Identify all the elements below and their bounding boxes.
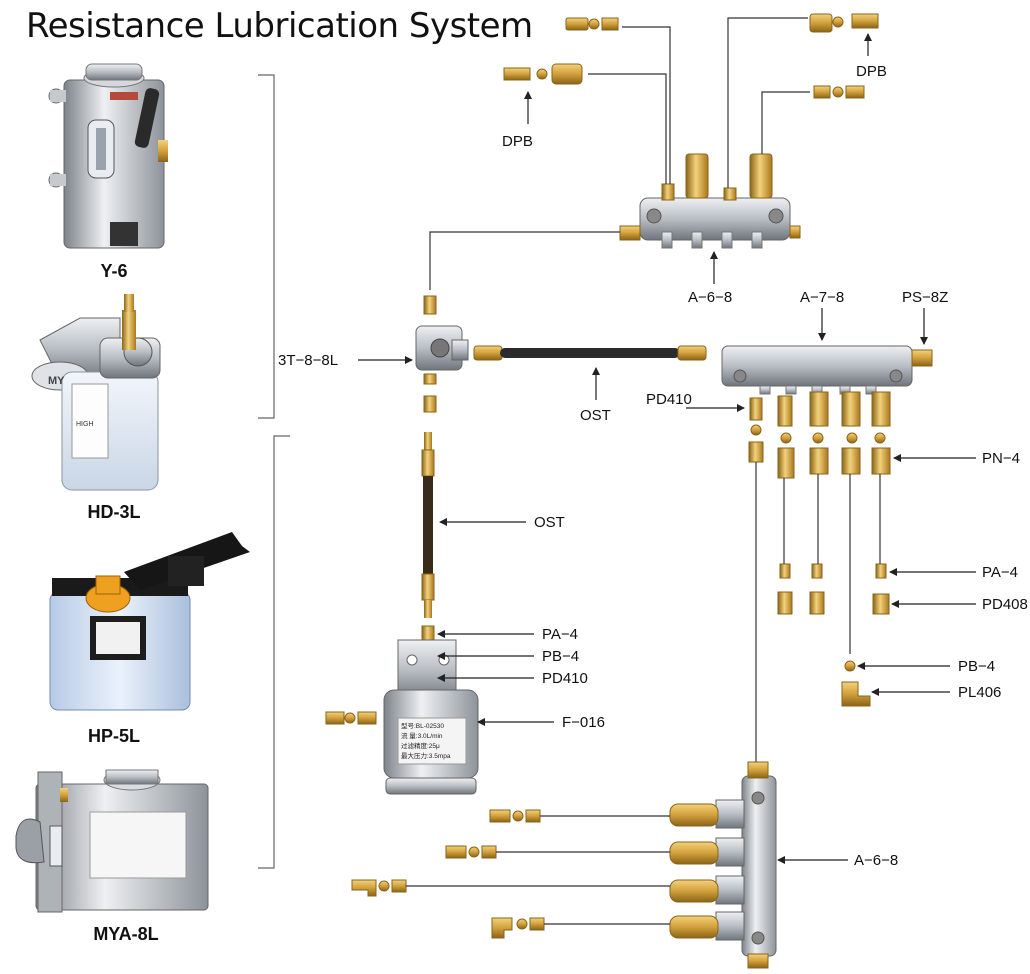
fittings-bottom-left [351, 809, 545, 939]
label-ost-vertical: OST [534, 514, 565, 531]
label-dpb-left: DPB [502, 133, 533, 150]
label-tee-3t88l: 3T−8−8L [278, 352, 338, 369]
label-pa4-filter: PA−4 [542, 626, 578, 643]
label-pb4-filter: PB−4 [542, 648, 579, 665]
bracket-group [258, 74, 290, 869]
hose-ost-vertical [421, 432, 435, 675]
pump-hp5l [49, 532, 250, 711]
label-dpb-right: DPB [856, 63, 887, 80]
pump-label-hd3l: HD-3L [88, 502, 141, 522]
distributor-a68-top [619, 153, 801, 249]
label-a78: A−7−8 [800, 289, 844, 306]
leader-lines-a78 [755, 462, 881, 762]
pump-label-mya8l: MYA-8L [93, 924, 158, 944]
label-ost-horizontal: OST [580, 407, 611, 424]
label-f016: F−016 [562, 714, 605, 731]
label-pd410-filter: PD410 [542, 670, 588, 687]
fittings-a78-outlets [748, 397, 891, 707]
leader-lines-top [429, 17, 810, 290]
hd3l-brand-text: MY [48, 375, 65, 387]
filter-plate-line-4: 最大压力:3.5mpa [401, 751, 451, 760]
page-title: Resistance Lubrication System [26, 6, 533, 46]
fittings-top [503, 13, 879, 99]
label-pn4: PN−4 [982, 450, 1020, 467]
pump-hd3l: MY HIGH [31, 294, 161, 491]
hose-ost-horizontal [473, 345, 707, 361]
leader-lines-bottom [406, 815, 670, 925]
filter-plate-line-1: 型号:BL-02530 [401, 721, 444, 730]
label-ps8z: PS−8Z [902, 289, 948, 306]
label-pb4-right: PB−4 [958, 658, 995, 675]
pump-mya8l [15, 769, 209, 913]
filter-f016: 型号:BL-02530 流 量:3.0L/min 过滤精度:25μ 最大压力:3… [325, 639, 479, 795]
label-a68-bottom: A−6−8 [854, 852, 898, 869]
filter-plate-line-2: 流 量:3.0L/min [401, 731, 443, 740]
pump-label-y6: Y-6 [100, 261, 127, 281]
callout-arrows [358, 33, 976, 864]
label-pl406: PL406 [958, 684, 1001, 701]
label-pd408: PD408 [982, 596, 1028, 613]
pump-y6 [48, 63, 168, 249]
filter-plate-line-3: 过滤精度:25μ [401, 741, 440, 750]
callout-labels: DPB DPB A−6−8 A−7−8 PS−8Z 3T−8−8L OST PD… [278, 63, 1028, 869]
label-a68-top: A−6−8 [688, 289, 732, 306]
label-pa4-right: PA−4 [982, 564, 1018, 581]
hd3l-panel-text: HIGH [76, 421, 94, 428]
distributor-a68-bottom [669, 761, 777, 969]
pump-label-hp5l: HP-5L [88, 726, 140, 746]
tee-3t88l [415, 295, 469, 413]
distributor-a78 [721, 345, 933, 427]
label-pd410-right: PD410 [646, 391, 692, 408]
